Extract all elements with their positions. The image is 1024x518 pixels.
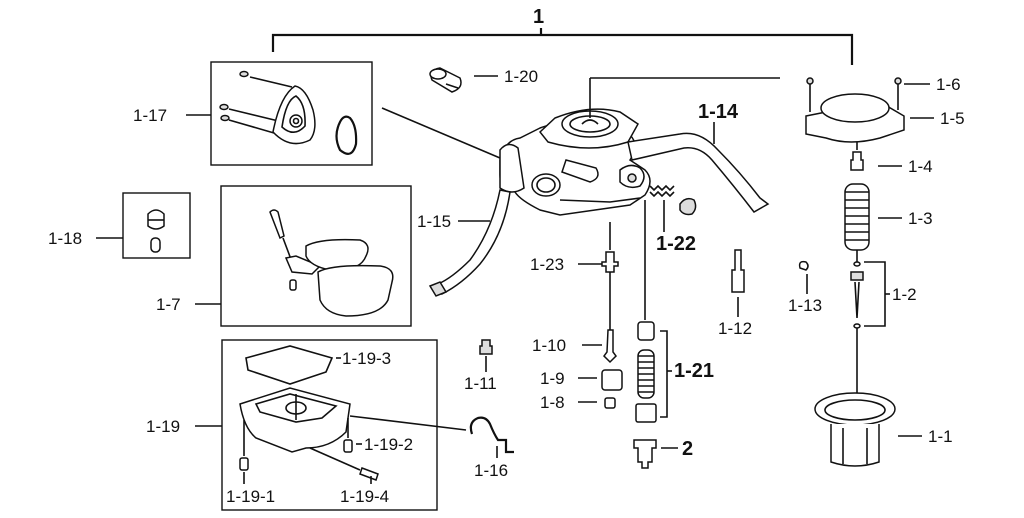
label-1-7: 1-7	[156, 295, 181, 314]
label-1-14: 1-14	[698, 101, 739, 123]
part-1-20-cap	[429, 67, 462, 93]
box-1-18	[122, 192, 191, 259]
part-1-4	[850, 151, 864, 171]
label-1-16: 1-16	[474, 461, 508, 480]
label-1-17: 1-17	[133, 106, 167, 125]
part-2	[633, 439, 657, 469]
box-1-7	[220, 185, 412, 327]
part-1-16-clip	[469, 416, 514, 454]
label-1-5: 1-5	[940, 109, 965, 128]
label-1-12: 1-12	[718, 319, 752, 338]
label-1-18: 1-18	[48, 229, 82, 248]
carburetor-body	[499, 108, 651, 216]
part-1-23	[601, 251, 619, 273]
part-1-15-tube	[437, 189, 511, 296]
label-1-19-1: 1-19-1	[226, 487, 275, 506]
part-1-12	[731, 249, 745, 293]
label-1-10: 1-10	[532, 336, 566, 355]
label-1-19-3: 1-19-3	[342, 349, 391, 368]
part-1-1-slide	[814, 392, 896, 467]
label-1-19-4: 1-19-4	[340, 487, 389, 506]
label-1-22: 1-22	[656, 233, 696, 255]
label-1-19: 1-19	[146, 417, 180, 436]
part-1-2-jet-needle	[850, 261, 864, 414]
box-1-17	[210, 61, 373, 166]
label-1-21: 1-21	[674, 360, 714, 382]
label-1-1: 1-1	[928, 427, 953, 446]
part-1-21-cap	[637, 321, 655, 341]
part-1-6-screws	[806, 77, 902, 112]
part-1-11	[479, 339, 493, 355]
part-1-9	[601, 369, 623, 391]
box-1-19	[221, 339, 467, 511]
label-1-11: 1-11	[464, 374, 497, 393]
label-1-20: 1-20	[504, 67, 538, 86]
label-1-19-2: 1-19-2	[364, 435, 413, 454]
assembly-bracket	[271, 28, 854, 65]
part-1-19-3-gasket	[245, 345, 334, 385]
label-2: 2	[682, 438, 693, 460]
label-1-9: 1-9	[540, 369, 565, 388]
part-1-3-spring	[844, 183, 870, 251]
o-ring	[335, 115, 358, 155]
part-1-5-top-cover	[805, 93, 905, 143]
label-1-6: 1-6	[936, 75, 961, 94]
part-1-10-needle	[603, 329, 617, 364]
label-1-2: 1-2	[892, 285, 917, 304]
label-1-8: 1-8	[540, 393, 565, 412]
part-1-14-hose	[627, 132, 770, 213]
label-1-15: 1-15	[417, 212, 451, 231]
part-1-21-spring	[637, 349, 655, 399]
part-1-13	[798, 260, 809, 271]
part-1-22-spring-screw	[649, 184, 697, 216]
part-1-21-base	[635, 403, 657, 423]
label-1-4: 1-4	[908, 157, 933, 176]
label-assembly-1: 1	[533, 6, 544, 28]
label-1-13: 1-13	[788, 296, 822, 315]
label-1-3: 1-3	[908, 209, 933, 228]
label-1-23: 1-23	[530, 255, 564, 274]
part-1-8	[604, 397, 616, 409]
